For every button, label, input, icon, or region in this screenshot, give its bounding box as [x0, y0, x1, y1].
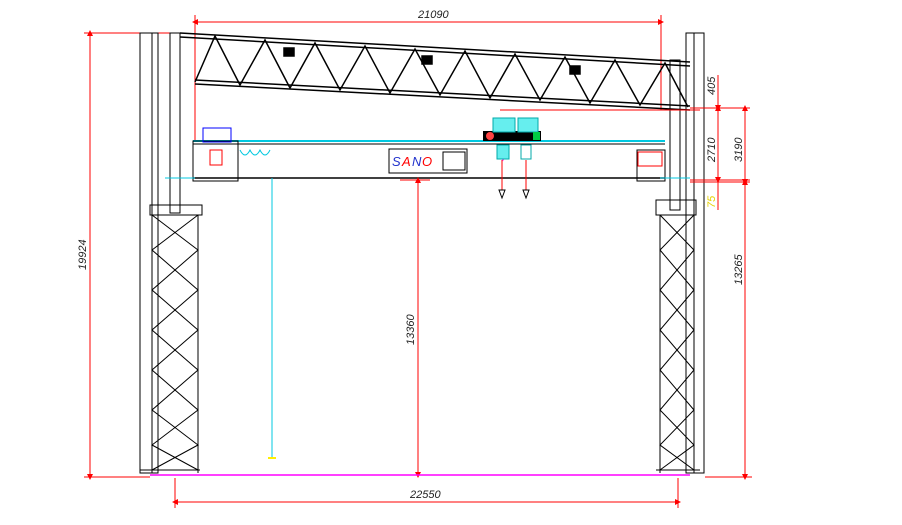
- manufacturer-logo-plate: S A N O: [388, 148, 468, 174]
- dimension-total-height: 19924: [77, 30, 170, 480]
- left-column: [139, 32, 203, 474]
- dimension-label: 75: [706, 195, 718, 208]
- dimension-hook-height: 13360: [400, 177, 430, 478]
- dimension-label: 13265: [733, 254, 745, 285]
- main-hook-icon: [498, 189, 506, 200]
- dimension-label: 19924: [77, 239, 89, 270]
- dimension-label: 405: [706, 76, 718, 95]
- right-column: [655, 32, 705, 474]
- dimension-label: 22550: [409, 489, 441, 501]
- aux-hook-icon: [522, 189, 530, 200]
- dimension-label: 13360: [405, 314, 417, 345]
- svg-text:O: O: [422, 154, 432, 169]
- svg-text:A: A: [401, 154, 411, 169]
- trolley-hoist: [483, 109, 700, 200]
- dimension-label: 21090: [417, 9, 449, 21]
- dimension-label: 3190: [733, 137, 745, 162]
- roof-truss: [179, 32, 691, 111]
- dimension-column-span: 22550: [172, 478, 681, 508]
- dimension-truss-span: 21090: [192, 9, 664, 140]
- svg-text:S: S: [392, 154, 401, 169]
- svg-text:N: N: [412, 154, 422, 169]
- right-dimensions: 405 2710 3190 75 13265: [690, 75, 752, 480]
- dimension-label: 2710: [706, 137, 718, 163]
- bridge-girder: [165, 127, 690, 182]
